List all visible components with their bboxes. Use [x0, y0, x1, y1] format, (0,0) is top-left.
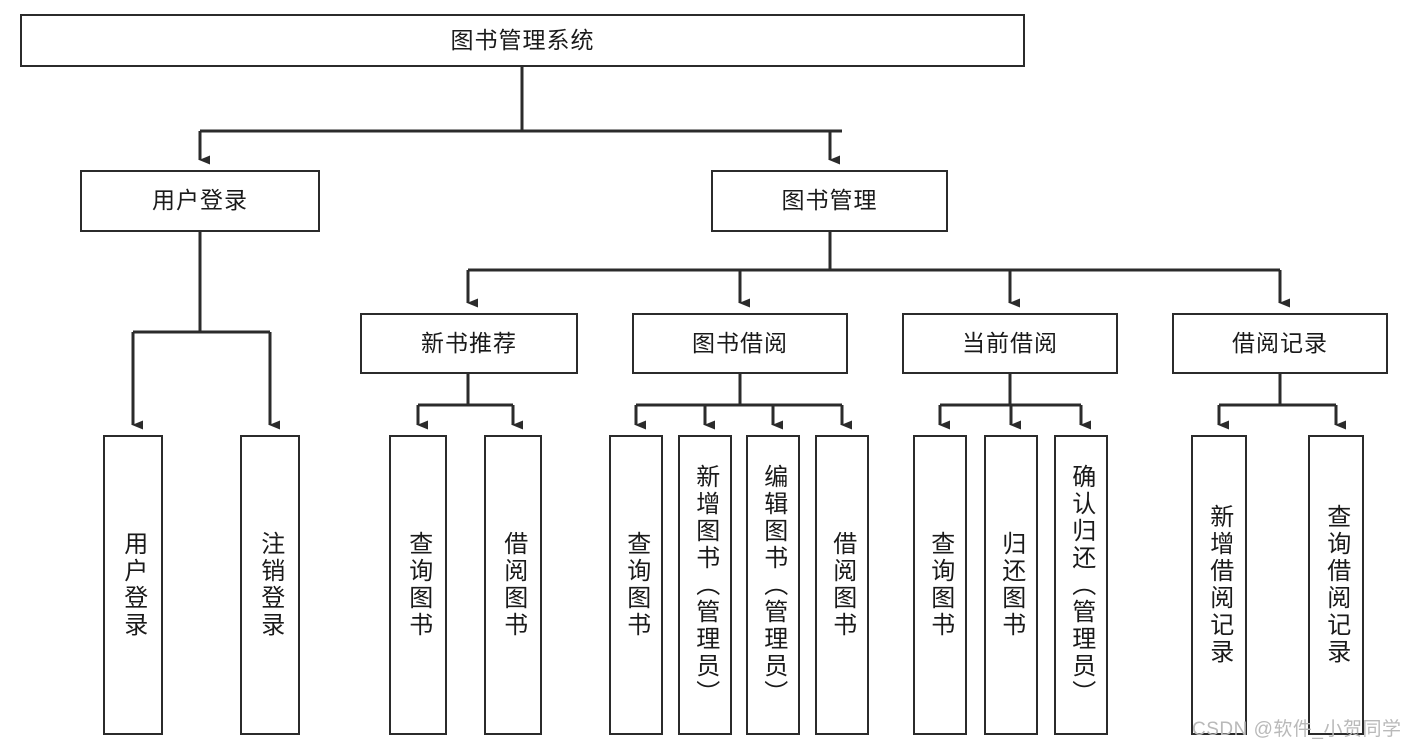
- node-leaf-borrow-book[interactable]: 借阅图书: [815, 435, 869, 735]
- node-root-label: 图书管理系统: [450, 26, 595, 53]
- node-leaf-add-book-admin-label: 新增图书（管理员）: [691, 463, 719, 707]
- node-root[interactable]: 图书管理系统: [20, 14, 1025, 67]
- node-user-login-label: 用户登录: [152, 187, 248, 214]
- node-leaf-user-login[interactable]: 用户登录: [103, 435, 163, 735]
- node-new-book-rec-label: 新书推荐: [421, 329, 517, 356]
- node-leaf-borrow-book-label: 借阅图书: [828, 531, 856, 639]
- node-leaf-return-book-label: 归还图书: [997, 531, 1025, 639]
- node-leaf-query-borrow-record-label: 查询借阅记录: [1322, 504, 1350, 666]
- node-leaf-return-book[interactable]: 归还图书: [984, 435, 1038, 735]
- node-book-manage[interactable]: 图书管理: [711, 170, 948, 232]
- node-leaf-logout[interactable]: 注销登录: [240, 435, 300, 735]
- node-leaf-edit-book-admin[interactable]: 编辑图书（管理员）: [746, 435, 800, 735]
- node-leaf-borrow-book-rec-label: 借阅图书: [499, 531, 527, 639]
- node-borrow-record[interactable]: 借阅记录: [1172, 313, 1388, 374]
- node-book-borrow[interactable]: 图书借阅: [632, 313, 848, 374]
- node-leaf-add-borrow-record[interactable]: 新增借阅记录: [1191, 435, 1247, 735]
- node-book-manage-label: 图书管理: [781, 187, 878, 214]
- node-leaf-query-borrow-record[interactable]: 查询借阅记录: [1308, 435, 1364, 735]
- node-leaf-borrow-book-rec[interactable]: 借阅图书: [484, 435, 542, 735]
- node-borrow-record-label: 借阅记录: [1232, 329, 1328, 356]
- node-leaf-add-book-admin[interactable]: 新增图书（管理员）: [678, 435, 732, 735]
- node-leaf-query-book-rec[interactable]: 查询图书: [389, 435, 447, 735]
- node-leaf-query-book-borrow-label: 查询图书: [622, 531, 650, 639]
- node-user-login[interactable]: 用户登录: [80, 170, 320, 232]
- node-book-borrow-label: 图书借阅: [692, 329, 788, 356]
- node-leaf-add-borrow-record-label: 新增借阅记录: [1205, 504, 1233, 666]
- node-current-borrow-label: 当前借阅: [962, 329, 1058, 356]
- csdn-watermark: CSDN @软件_小贺同学: [1192, 719, 1402, 740]
- node-leaf-query-book-cur-label: 查询图书: [926, 531, 954, 639]
- node-leaf-query-book-cur[interactable]: 查询图书: [913, 435, 967, 735]
- node-leaf-edit-book-admin-label: 编辑图书（管理员）: [759, 463, 787, 707]
- node-leaf-query-book-borrow[interactable]: 查询图书: [609, 435, 663, 735]
- node-leaf-confirm-return-admin-label: 确认归还（管理员）: [1067, 463, 1095, 707]
- node-leaf-logout-label: 注销登录: [256, 531, 284, 639]
- node-leaf-query-book-rec-label: 查询图书: [404, 531, 432, 639]
- node-leaf-confirm-return-admin[interactable]: 确认归还（管理员）: [1054, 435, 1108, 735]
- node-current-borrow[interactable]: 当前借阅: [902, 313, 1118, 374]
- node-leaf-user-login-label: 用户登录: [119, 531, 147, 639]
- node-new-book-rec[interactable]: 新书推荐: [360, 313, 578, 374]
